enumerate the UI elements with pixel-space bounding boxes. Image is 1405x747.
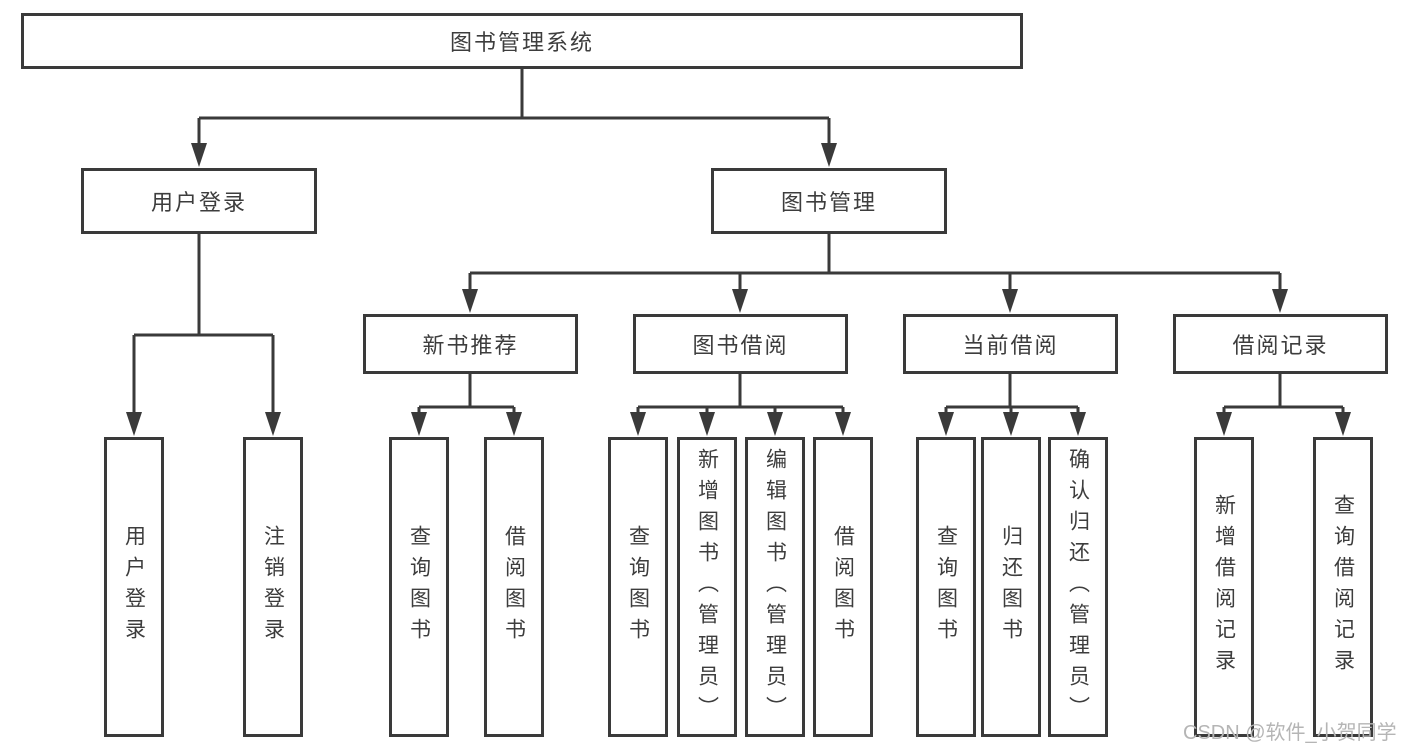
node-book-management-label: 图书管理 — [780, 190, 877, 215]
node-leaf-borrow-books-1: 借阅图书 — [484, 437, 544, 737]
node-new-book-recommend: 新书推荐 — [363, 314, 578, 374]
csdn-watermark: CSDN @软件_小贺同学 — [1183, 722, 1397, 744]
node-leaf-query-borrow-record: 查询借阅记录 — [1313, 437, 1373, 737]
leaf-label: 编辑图书（管理员） — [763, 447, 787, 727]
node-borrowing-records: 借阅记录 — [1173, 314, 1388, 374]
leaf-label: 查询图书 — [626, 525, 650, 649]
node-leaf-edit-books-admin: 编辑图书（管理员） — [745, 437, 805, 737]
leaf-label: 新增图书（管理员） — [695, 447, 719, 727]
node-book-borrowing: 图书借阅 — [633, 314, 848, 374]
node-leaf-query-books-1: 查询图书 — [389, 437, 449, 737]
leaf-label: 用户登录 — [122, 525, 146, 649]
node-current-borrowing-label: 当前借阅 — [962, 333, 1059, 358]
node-book-management: 图书管理 — [711, 168, 947, 234]
leaf-label: 新增借阅记录 — [1212, 494, 1236, 680]
node-leaf-return-books: 归还图书 — [981, 437, 1041, 737]
node-book-borrowing-label: 图书借阅 — [692, 333, 789, 358]
node-borrowing-records-label: 借阅记录 — [1232, 333, 1329, 358]
node-leaf-logout: 注销登录 — [243, 437, 303, 737]
leaf-label: 借阅图书 — [502, 525, 526, 649]
leaf-label: 查询借阅记录 — [1331, 494, 1355, 680]
node-leaf-add-borrow-record: 新增借阅记录 — [1194, 437, 1254, 737]
node-user-login: 用户登录 — [81, 168, 317, 234]
leaf-label: 查询图书 — [407, 525, 431, 649]
node-new-book-recommend-label: 新书推荐 — [422, 333, 519, 358]
node-root: 图书管理系统 — [21, 13, 1023, 69]
leaf-label: 注销登录 — [261, 525, 285, 649]
node-current-borrowing: 当前借阅 — [903, 314, 1118, 374]
leaf-label: 确认归还（管理员） — [1066, 447, 1090, 727]
node-leaf-user-login: 用户登录 — [104, 437, 164, 737]
node-leaf-query-books-2: 查询图书 — [608, 437, 668, 737]
leaf-label: 借阅图书 — [831, 525, 855, 649]
node-leaf-query-books-3: 查询图书 — [916, 437, 976, 737]
node-leaf-confirm-return-admin: 确认归还（管理员） — [1048, 437, 1108, 737]
arrowheads — [126, 143, 1351, 436]
node-root-label: 图书管理系统 — [449, 30, 594, 55]
leaf-label: 归还图书 — [999, 525, 1023, 649]
node-leaf-add-books-admin: 新增图书（管理员） — [677, 437, 737, 737]
node-leaf-borrow-books-2: 借阅图书 — [813, 437, 873, 737]
leaf-label: 查询图书 — [934, 525, 958, 649]
node-user-login-label: 用户登录 — [150, 190, 247, 215]
